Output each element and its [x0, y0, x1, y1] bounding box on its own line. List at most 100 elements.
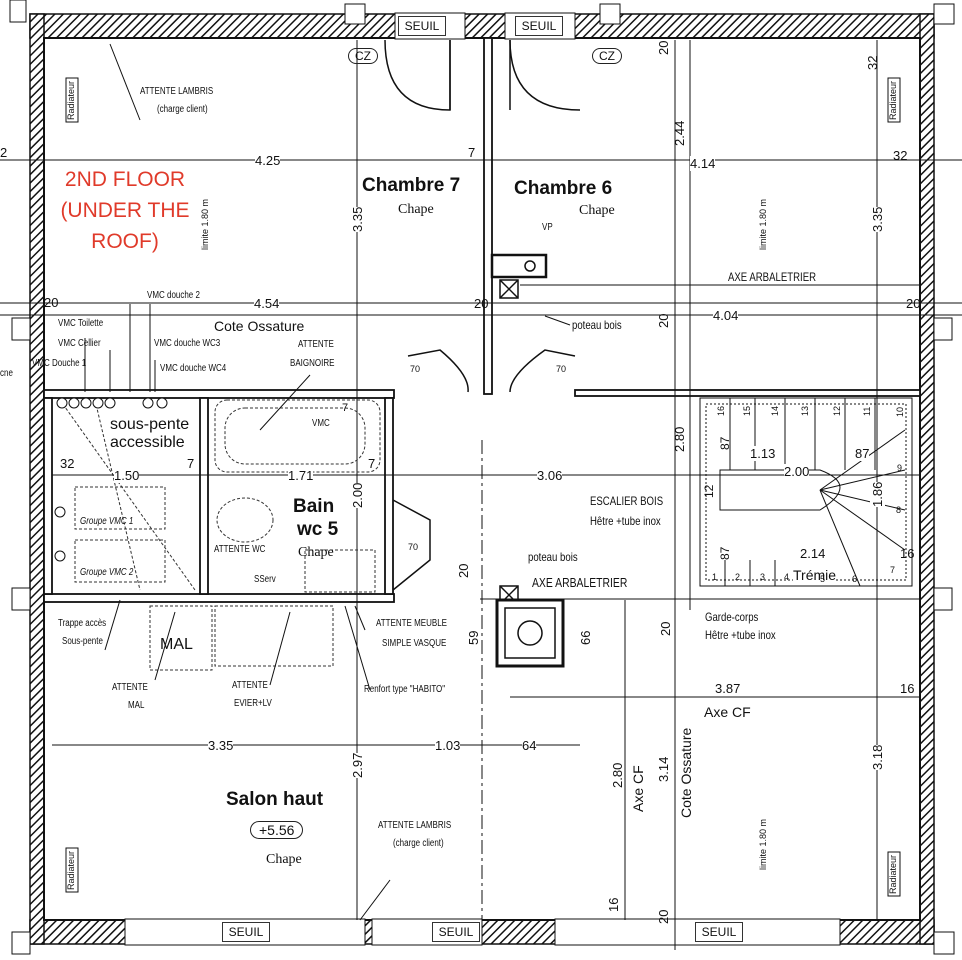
- note-attente-mal-1: ATTENTE: [112, 682, 148, 693]
- note-garde-corps-2: Hêtre +tube inox: [705, 628, 776, 642]
- note-limite-left: limite 1.80 m: [200, 198, 210, 250]
- dim-200-v: 2.00: [350, 482, 365, 508]
- radiator-label-top-right: Radiateur: [888, 80, 898, 120]
- note-attente-wc: ATTENTE WC: [214, 544, 266, 555]
- leader-lines: [43, 43, 571, 921]
- dim-12: 12: [702, 484, 716, 498]
- dim-280-top: 2.80: [672, 426, 687, 452]
- room-chambre-6-finish: Chape: [579, 203, 615, 218]
- note-limite-right-bot: limite 1.80 m: [758, 818, 768, 870]
- note-cne: cne: [0, 368, 13, 379]
- dim-280-bot: 2.80: [610, 762, 625, 788]
- dim-335-salon: 3.35: [208, 738, 234, 753]
- dim-64: 64: [522, 738, 537, 753]
- dim-214: 2.14: [800, 546, 826, 561]
- note-vmc-douche-wc3: VMC douche WC3: [154, 338, 221, 349]
- dim-318: 3.18: [870, 744, 885, 770]
- dim-16-axe: 16: [900, 681, 915, 696]
- note-vmc-douche-wc4: VMC douche WC4: [160, 363, 227, 374]
- stair-step-3: 3: [760, 572, 766, 582]
- stair-step-9: 9: [897, 463, 903, 473]
- room-chambre-7: Chambre 7: [362, 175, 461, 196]
- note-sserv: SServ: [254, 574, 276, 585]
- dim-20-mid-v: 20: [656, 313, 671, 328]
- stair-step-15: 15: [742, 405, 752, 416]
- dim-103: 1.03: [435, 738, 461, 753]
- room-bain-finish: Chape: [298, 545, 334, 560]
- note-vmc-douche2: VMC douche 2: [147, 290, 200, 301]
- wood-posts: [490, 253, 565, 668]
- dim-7-top: 7: [468, 145, 476, 160]
- note-garde-corps-1: Garde-corps: [705, 610, 759, 624]
- note-limite-right-top: limite 1.80 m: [758, 198, 768, 250]
- note-attente-baignoire-1: ATTENTE: [298, 339, 334, 350]
- dim-70-door: 70: [408, 542, 419, 552]
- dim-150: 1.50: [114, 468, 140, 483]
- dim-20-cf: 20: [658, 621, 673, 636]
- cz-mark-right: CZ: [592, 48, 622, 64]
- dim-87-a: 87: [718, 436, 732, 450]
- dim-66: 66: [578, 630, 593, 645]
- dim-70-left: 70: [410, 364, 421, 374]
- threshold-bottom-right: SEUIL: [695, 922, 743, 942]
- floor-label: 2ND FLOOR (UNDER THE ROOF): [60, 168, 190, 253]
- room-bain-line1: Bain: [293, 496, 335, 517]
- stair-step-8: 8: [896, 505, 902, 515]
- threshold-top-left: SEUIL: [398, 16, 446, 36]
- dim-20-post: 20: [456, 563, 471, 578]
- dim-306: 3.06: [537, 468, 563, 483]
- note-vp: VP: [542, 222, 553, 233]
- note-axe-arbaletrier-top: AXE ARBALETRIER: [728, 270, 817, 284]
- souspente-line1: sous-pente: [110, 416, 190, 433]
- dim-87-c: 87: [718, 546, 732, 560]
- dim-454: 4.54: [254, 296, 280, 311]
- dim-20-left: 20: [44, 295, 59, 310]
- note-escalier-2: Hêtre +tube inox: [590, 514, 661, 528]
- dim-335-left: 3.35: [350, 206, 365, 232]
- note-renfort: Renfort type "HABITO": [364, 684, 446, 695]
- note-axe-arbaletrier-bot: AXE ARBALETRIER: [532, 575, 628, 590]
- level-badge: +5.56: [250, 821, 304, 839]
- room-chambre-7-finish: Chape: [398, 202, 434, 217]
- souspente-line2: accessible: [110, 434, 185, 451]
- note-attente-mal-2: MAL: [128, 700, 145, 711]
- note-attente-meuble-2: SIMPLE VASQUE: [382, 638, 447, 649]
- dim-171: 1.71: [288, 468, 314, 483]
- stair-step-11: 11: [862, 406, 872, 416]
- threshold-top-right: SEUIL: [515, 16, 563, 36]
- doors: [384, 39, 581, 591]
- radiator-label-bot-left: Radiateur: [66, 850, 76, 890]
- dim-297: 2.97: [350, 752, 365, 778]
- note-vmc: VMC: [312, 418, 330, 429]
- note-attente-lambris-top-2: (charge client): [157, 104, 208, 115]
- note-attente-lambris-bot-1: ATTENTE LAMBRIS: [378, 820, 452, 831]
- stair-step-5: 5: [820, 574, 826, 584]
- note-attente-lambris-top-1: ATTENTE LAMBRIS: [140, 86, 214, 97]
- vmc-units: [59, 399, 196, 591]
- stair-step-12: 12: [832, 405, 842, 416]
- note-attente-evier-2: EVIER+LV: [234, 698, 272, 709]
- dimension-lines: [0, 40, 962, 950]
- stair-step-7: 7: [890, 565, 896, 575]
- dim-16-bot: 16: [606, 897, 621, 912]
- dim-404: 4.04: [713, 308, 739, 323]
- stair-step-13: 13: [800, 405, 810, 416]
- dim-7-d: 7: [342, 402, 349, 414]
- interior-walls: [43, 37, 921, 603]
- dim-32-right-top: 32: [865, 55, 880, 70]
- stair-step-2: 2: [735, 572, 741, 582]
- dim-186: 1.86: [870, 481, 885, 507]
- note-poteau-bois-top: poteau bois: [572, 318, 622, 332]
- dim-7-b: 7: [187, 456, 195, 471]
- dim-113: 1.13: [750, 446, 776, 461]
- vmc-duct-circles: [54, 397, 168, 562]
- note-mal: MAL: [160, 636, 193, 653]
- note-cote-ossature-v: Cote Ossature: [678, 727, 694, 818]
- note-poteau-bois-bot: poteau bois: [528, 550, 578, 564]
- note-axe-cf-h: Axe CF: [704, 704, 751, 720]
- dim-20-right: 20: [906, 296, 921, 311]
- dim-20-bot: 20: [656, 909, 671, 924]
- note-vmc-toilette: VMC Toilette: [58, 318, 104, 329]
- note-axe-cf-v: Axe CF: [630, 765, 646, 812]
- stair-step-4: 4: [784, 572, 790, 582]
